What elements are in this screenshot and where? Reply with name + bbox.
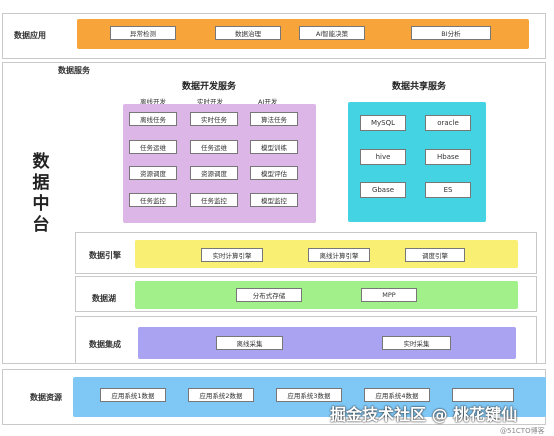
share-service-title: 数据共享服务 bbox=[392, 82, 447, 92]
data-sources-label: 数据资源 bbox=[30, 393, 62, 402]
engine-offline-compute: 离线计算引擎 bbox=[308, 248, 370, 262]
data-application-bar: 异常检测 数据治理 AI智能决策 BI分析 bbox=[77, 19, 529, 49]
source-more bbox=[452, 388, 514, 402]
lake-distributed-storage: 分布式存储 bbox=[236, 288, 302, 302]
data-lake-label: 数据湖 bbox=[92, 294, 116, 303]
source-app-system-3: 应用系统3数据 bbox=[276, 388, 342, 402]
share-mysql: MySQL bbox=[360, 115, 406, 131]
dev-realtime-schedule: 资源调度 bbox=[190, 166, 238, 180]
dev-offline-monitor: 任务监控 bbox=[129, 193, 177, 207]
data-platform-title: 数据中台 bbox=[32, 152, 50, 235]
dev-col-offline-heading: 离线开发 bbox=[140, 98, 166, 106]
share-service-panel: MySQL oracle hive Hbase Gbase ES bbox=[348, 102, 486, 222]
data-service-label: 数据服务 bbox=[58, 66, 90, 75]
data-engine-bar: 实时计算引擎 离线计算引擎 调度引擎 bbox=[135, 240, 518, 268]
watermark-sub: @51CTO博客 bbox=[500, 427, 545, 435]
watermark-text: 掘金技术社区 @ 桃花键仙 bbox=[330, 405, 518, 424]
data-application-frame bbox=[2, 13, 546, 59]
data-lake-bar: 分布式存储 MPP bbox=[135, 281, 518, 309]
engine-scheduler: 调度引擎 bbox=[405, 248, 465, 262]
dev-col-realtime-heading: 实时开发 bbox=[197, 98, 223, 106]
data-integration-label: 数据集成 bbox=[89, 340, 121, 349]
dev-ai-model-monitor: 模型监控 bbox=[250, 193, 298, 207]
data-sources-bar: 应用系统1数据 应用系统2数据 应用系统3数据 应用系统4数据 bbox=[73, 377, 546, 417]
share-oracle: oracle bbox=[425, 115, 471, 131]
dev-realtime-ops: 任务运维 bbox=[190, 140, 238, 154]
data-integration-frame bbox=[75, 316, 537, 364]
data-lake-frame bbox=[75, 276, 537, 312]
dev-col-ai-heading: AI开发 bbox=[258, 98, 278, 106]
dev-service-title: 数据开发服务 bbox=[182, 82, 237, 92]
share-hive: hive bbox=[360, 149, 406, 165]
dev-service-panel: 离线任务 任务运维 资源调度 任务监控 实时任务 任务运维 资源调度 任务监控 … bbox=[123, 104, 316, 223]
data-integration-bar: 离线采集 实时采集 bbox=[138, 327, 516, 359]
share-hbase: Hbase bbox=[425, 149, 471, 165]
app-item-anomaly-detection: 异常检测 bbox=[110, 26, 176, 40]
source-app-system-2: 应用系统2数据 bbox=[188, 388, 254, 402]
dev-ai-algorithm-task: 算法任务 bbox=[250, 112, 298, 126]
engine-realtime-compute: 实时计算引擎 bbox=[201, 248, 263, 262]
dev-ai-model-training: 模型训练 bbox=[250, 140, 298, 154]
data-engine-label: 数据引擎 bbox=[89, 251, 121, 260]
share-gbase: Gbase bbox=[360, 182, 406, 198]
data-engine-frame bbox=[75, 232, 537, 274]
share-es: ES bbox=[425, 182, 471, 198]
app-item-bi-analysis: BI分析 bbox=[411, 26, 491, 40]
dev-realtime-task: 实时任务 bbox=[190, 112, 238, 126]
dev-offline-ops: 任务运维 bbox=[129, 140, 177, 154]
source-app-system-4: 应用系统4数据 bbox=[364, 388, 430, 402]
integration-offline-collect: 离线采集 bbox=[216, 336, 283, 350]
lake-mpp: MPP bbox=[361, 288, 417, 302]
dev-realtime-monitor: 任务监控 bbox=[190, 193, 238, 207]
app-item-data-governance: 数据治理 bbox=[215, 26, 281, 40]
data-application-label: 数据应用 bbox=[14, 31, 46, 40]
dev-offline-task: 离线任务 bbox=[129, 112, 177, 126]
dev-ai-model-eval: 模型评估 bbox=[250, 166, 298, 180]
source-app-system-1: 应用系统1数据 bbox=[100, 388, 166, 402]
integration-realtime-collect: 实时采集 bbox=[382, 336, 451, 350]
app-item-ai-decision: AI智能决策 bbox=[299, 26, 365, 40]
dev-offline-schedule: 资源调度 bbox=[129, 166, 177, 180]
